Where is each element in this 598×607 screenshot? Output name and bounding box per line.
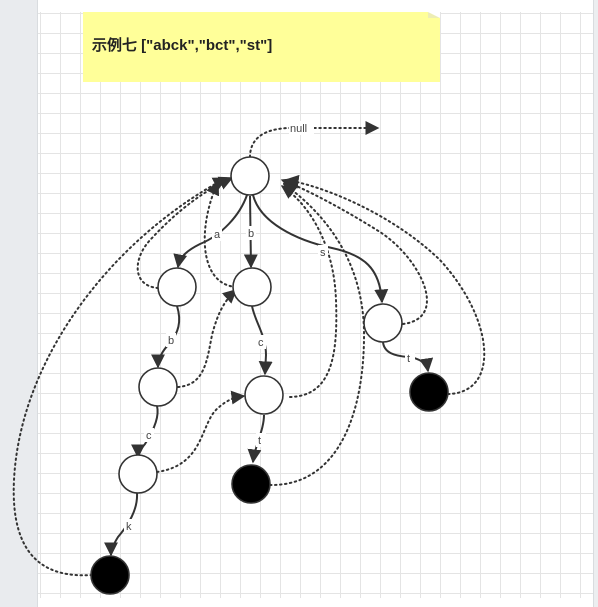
edge-label-abck: k [126,521,132,533]
node-root[interactable] [230,156,270,196]
null-label: null [290,123,307,135]
node-abck[interactable] [90,555,130,595]
right-panel-edge [593,0,598,607]
fail-link-st-root[interactable] [284,174,486,395]
edge-root-a[interactable] [173,194,248,269]
node-st[interactable] [409,372,449,412]
left-panel-edge [0,0,38,607]
note-fold-corner [428,12,440,18]
node-abc[interactable] [118,454,158,494]
edge-label-b: b [248,228,254,240]
edge-label-abc: c [146,430,152,442]
edge-label-a: a [214,229,221,241]
edge-abc-abck[interactable] [104,492,139,557]
node-bct[interactable] [231,464,271,504]
trie-edges [104,194,434,557]
fail-link-ab-b[interactable] [177,289,238,388]
fail-link-bc-root[interactable] [280,185,338,398]
edge-label-st: t [407,353,410,365]
edge-root-s[interactable] [252,194,389,304]
edge-label-bct: t [258,435,261,447]
node-a[interactable] [157,267,197,307]
node-ab[interactable] [138,367,178,407]
fail-link-abck-root[interactable] [12,177,228,577]
grid-canvas[interactable] [38,0,598,607]
canvas-bottom-margin [38,598,598,607]
node-b[interactable] [232,267,272,307]
trie-nodes [90,156,449,595]
fail-link-abc-bc[interactable] [156,390,246,473]
edge-ab-abc[interactable] [131,405,159,459]
node-s[interactable] [363,303,403,343]
edge-label-ab: b [168,335,174,347]
note-title: 示例七 ["abck","bct","st"] [92,37,273,54]
sticky-note[interactable]: 示例七 ["abck","bct","st"] [83,12,440,82]
edge-labels: null a b s b c t c t k [124,121,415,533]
fail-link-bct-root[interactable] [269,183,366,487]
fail-link-root-null[interactable] [249,121,380,158]
edge-b-bc[interactable] [251,305,273,376]
node-bc[interactable] [244,375,284,415]
edge-label-s: s [320,247,326,259]
canvas-top-margin [38,0,598,12]
fail-links [12,121,486,577]
fail-link-s-root[interactable] [280,177,428,325]
fail-link-b-root[interactable] [203,180,237,288]
edge-label-bc: c [258,337,264,349]
